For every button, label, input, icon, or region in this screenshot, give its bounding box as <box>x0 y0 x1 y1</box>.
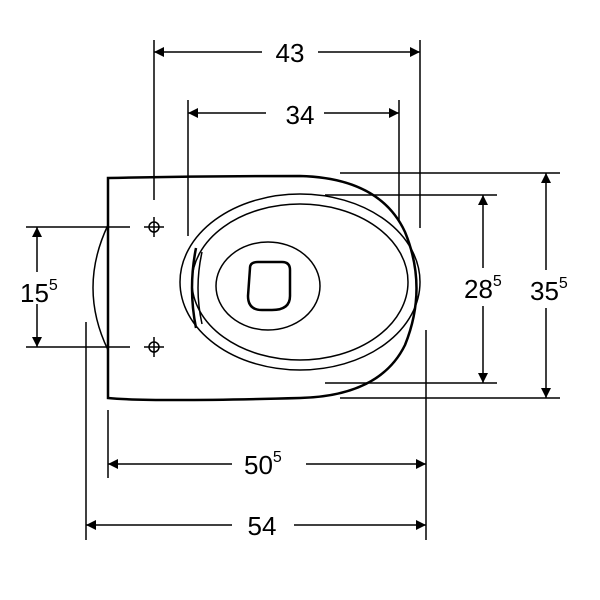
dim-label-15-5: 155 <box>20 277 58 308</box>
dim-label-35-5: 355 <box>530 275 568 306</box>
mounting-holes <box>144 217 164 357</box>
dim-label-50-5: 505 <box>244 449 282 480</box>
dim-label-43: 43 <box>276 38 305 68</box>
dimension-right-inner: 285 <box>464 195 502 383</box>
bowl-outer-contour <box>106 174 418 402</box>
dimension-right-outer: 355 <box>530 173 568 398</box>
extension-lines <box>26 40 560 540</box>
bowl-basin <box>215 241 321 331</box>
dimension-top-inner: 34 <box>188 100 399 130</box>
dimension-bottom-outer: 54 <box>86 511 426 541</box>
hinge-bracket-inner <box>197 251 203 325</box>
dimension-left-holes: 155 <box>20 227 58 347</box>
hinge-bracket <box>190 247 198 329</box>
mounting-hole-top <box>144 217 164 237</box>
dim-label-34: 34 <box>286 100 315 130</box>
toilet-outline <box>92 174 421 402</box>
dim-label-54: 54 <box>248 511 277 541</box>
dimension-top-outer: 43 <box>154 38 420 68</box>
mounting-hole-bottom <box>144 337 164 357</box>
rim-inner <box>191 203 409 361</box>
dim-label-28-5: 285 <box>464 273 502 304</box>
back-curve <box>92 224 109 351</box>
rim-outer <box>179 193 421 371</box>
drain-outlet <box>246 260 292 312</box>
dimension-bottom-inner: 505 <box>108 449 426 480</box>
